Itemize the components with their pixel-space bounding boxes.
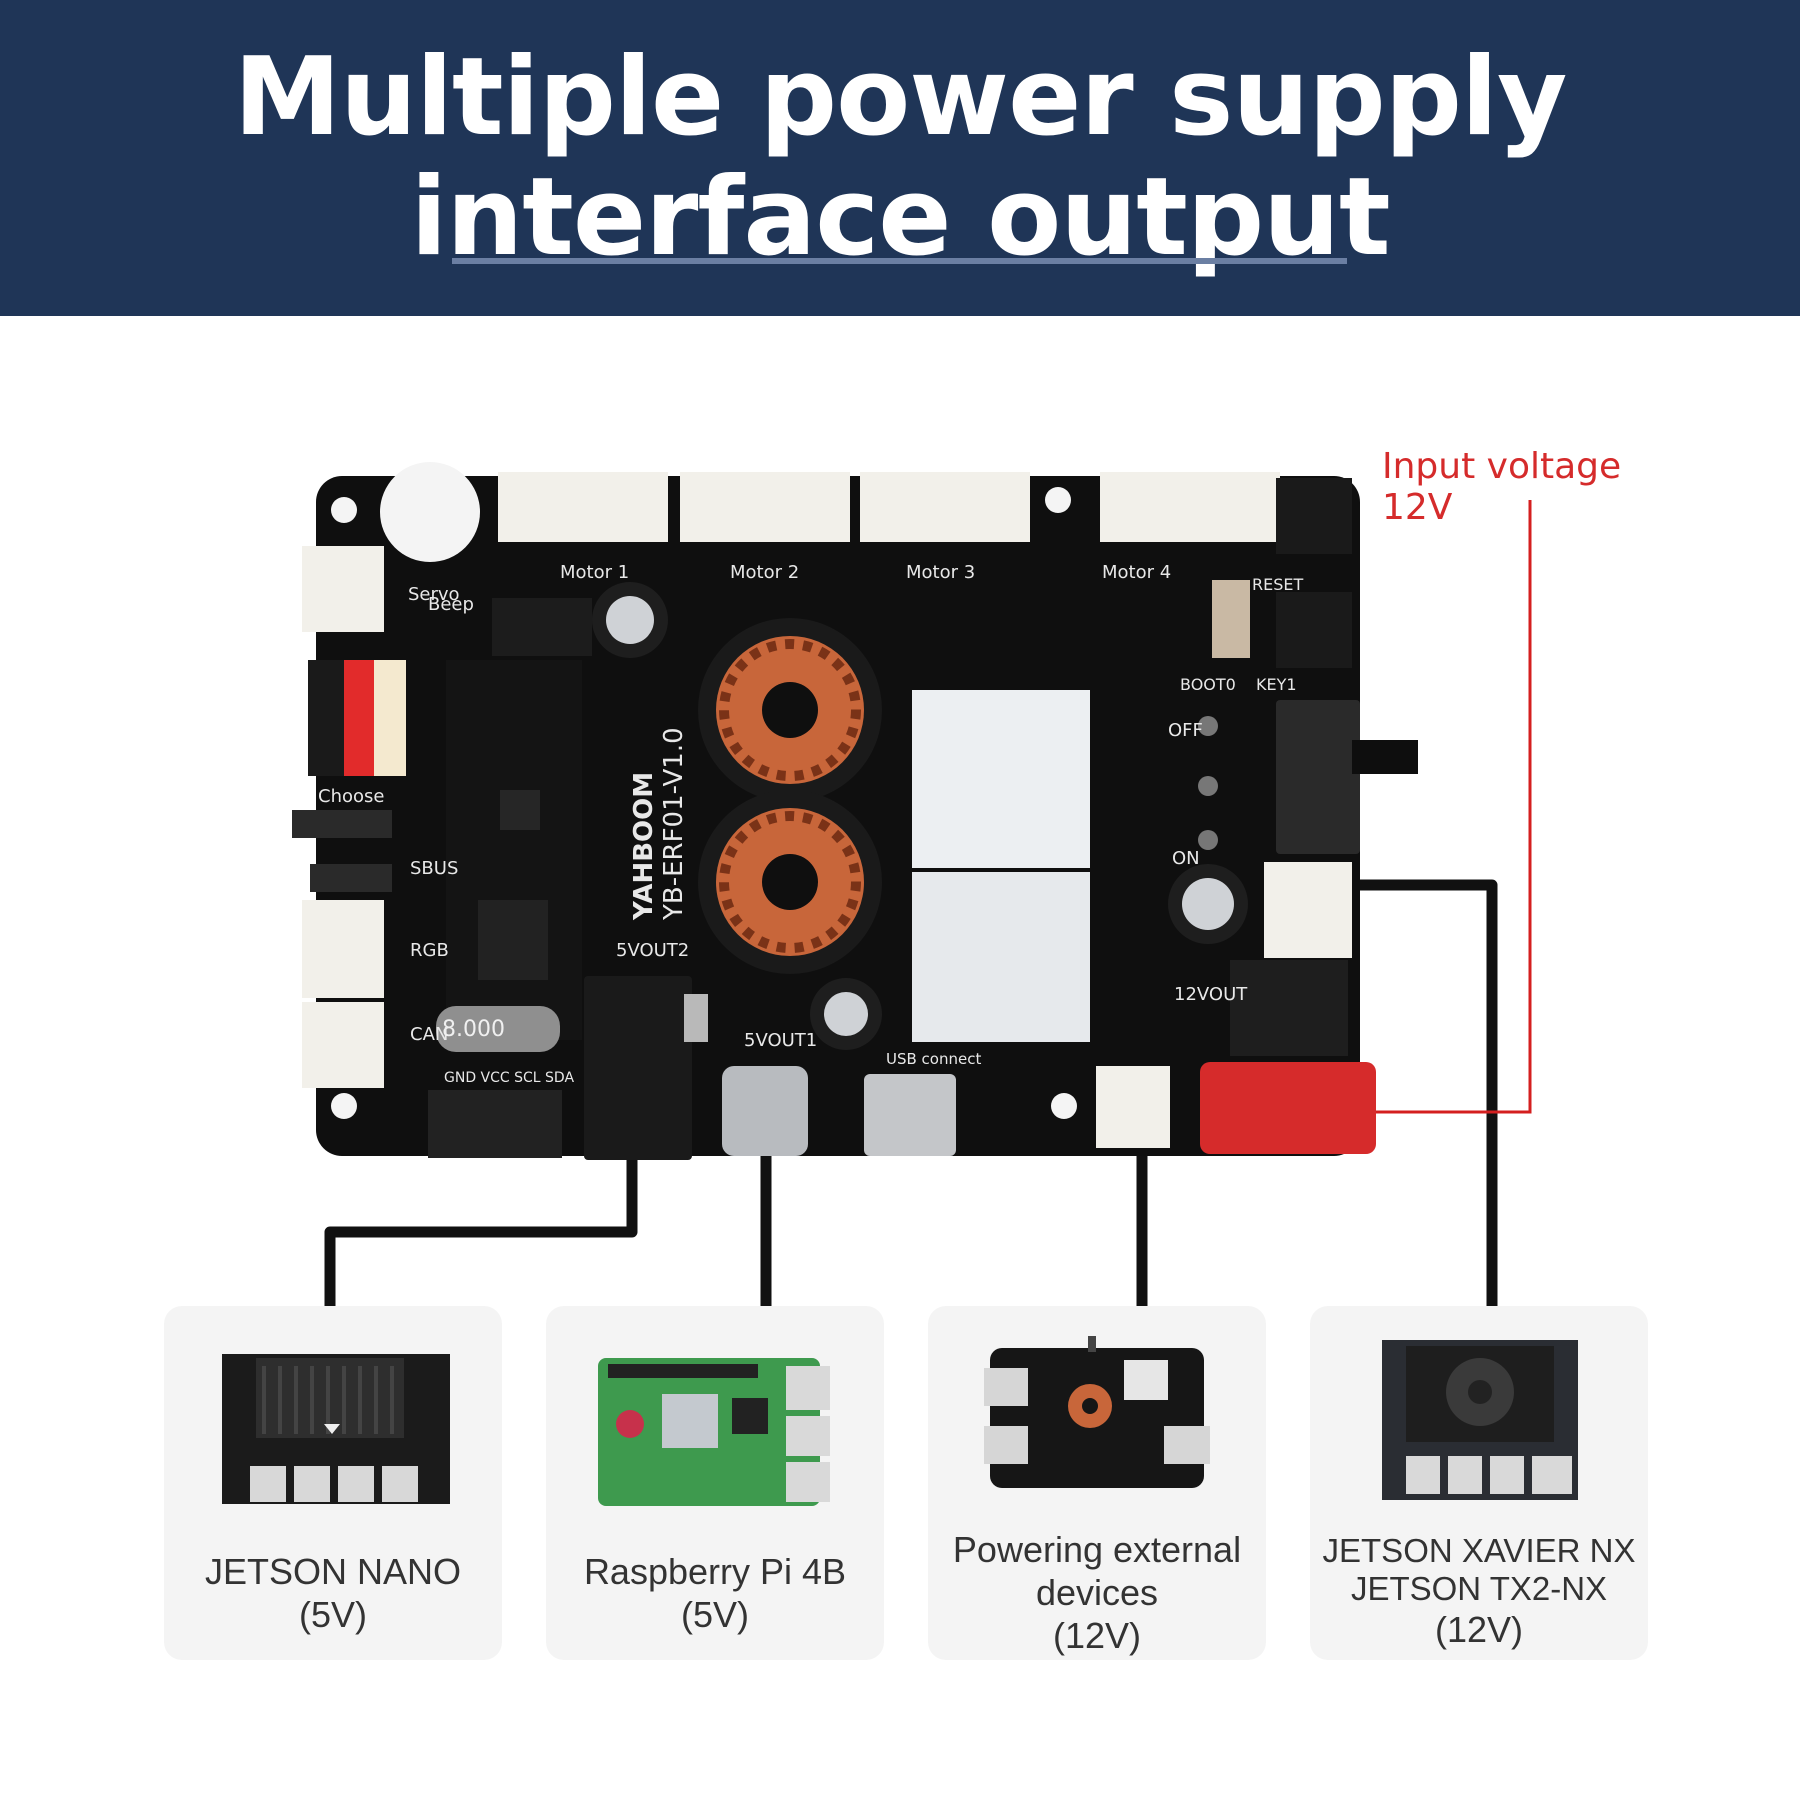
regulator-chip (478, 900, 548, 980)
silk-sbus: SBUS (410, 858, 458, 879)
silk-beep: Beep (428, 594, 474, 615)
crystal-oscillator (436, 1006, 560, 1052)
silk-key1: KEY1 (1256, 675, 1297, 694)
driver-chip (492, 598, 592, 656)
silk-off: OFF (1168, 720, 1203, 741)
silk-motor4: Motor 4 (1102, 562, 1171, 583)
card-label-jetson-nano: JETSON NANO(5V) (204, 1551, 462, 1635)
silk-motor3: Motor 3 (906, 562, 975, 583)
jetson-nano-board-icon (222, 1354, 450, 1504)
title-line-2: interface output (410, 155, 1390, 280)
boot-button (1212, 580, 1250, 658)
silk-choose: Choose (318, 786, 384, 807)
silk-crystal: 8.000 (442, 1017, 505, 1042)
card-raspberry-pi: Raspberry Pi 4B(5V) (546, 1306, 884, 1660)
micro-usb-connect (864, 1074, 956, 1156)
i2c-header (428, 1090, 562, 1158)
heatsink-bottom (912, 872, 1090, 1042)
silk-model: YB-ERF01-V1.0 (659, 727, 689, 921)
buzzer-icon (380, 462, 480, 562)
silk-reset: RESET (1252, 575, 1303, 594)
mcu-chip (500, 790, 540, 830)
input-wire (1372, 500, 1532, 1114)
silk-12vout: 12VOUT (1174, 984, 1248, 1005)
silk-motor2: Motor 2 (730, 562, 799, 583)
xt60-input (1200, 1062, 1376, 1154)
silk-boot0: BOOT0 (1180, 675, 1236, 694)
silk-on: ON (1172, 848, 1200, 869)
raspberry-pi-board-icon (598, 1358, 830, 1506)
dc-jack (584, 976, 692, 1160)
motor1-connector (498, 472, 668, 542)
title-underline (452, 258, 1347, 264)
silkscreen-labels: Motor 1 Motor 2 Motor 3 Motor 4 Servo Be… (318, 562, 1303, 1086)
inductor-coil-1 (698, 618, 882, 802)
silk-servo: Servo (408, 584, 460, 605)
silk-usb-connect: USB connect (886, 1050, 981, 1068)
servo-header-signal (374, 660, 406, 776)
12vout-connector (1096, 1066, 1170, 1148)
12vout-side-connector (1264, 862, 1352, 958)
servo-connector (302, 546, 384, 632)
motor3-connector (860, 472, 1030, 542)
power-switch (1276, 700, 1360, 854)
servo-header-red (344, 660, 374, 776)
silk-motor1: Motor 1 (560, 562, 629, 583)
cable-jetson-xavier (1352, 879, 1498, 1306)
heatsink-top (912, 690, 1090, 868)
silk-can: CAN (410, 1024, 448, 1045)
expansion-board-icon (984, 1336, 1210, 1488)
silk-rgb: RGB (410, 940, 449, 961)
can-connector (302, 1002, 384, 1088)
silk-brand: YAHBOOM (629, 772, 659, 921)
rgb-connector (302, 900, 384, 998)
card-label-raspberry-pi: Raspberry Pi 4B(5V) (583, 1551, 847, 1635)
silk-i2c: GND VCC SCL SDA (444, 1070, 574, 1086)
card-jetson-nano: JETSON NANO(5V) (164, 1306, 502, 1660)
motor4-connector (1100, 472, 1280, 542)
silk-5vout2: 5VOUT2 (616, 940, 689, 961)
pcb-board (292, 462, 1418, 1160)
jetson-xavier-board-icon (1382, 1340, 1578, 1500)
motor2-connector (680, 472, 850, 542)
usb-c-5vout1 (722, 1066, 808, 1156)
mosfet-chip (1230, 960, 1348, 1056)
input-voltage-label: Input voltage 12V (1382, 446, 1622, 528)
inductor-coil-2 (698, 790, 882, 974)
silk-5vout1: 5VOUT1 (744, 1030, 817, 1051)
cable-jetson-nano (324, 1150, 638, 1306)
output-cables (324, 879, 1498, 1306)
title-line-1: Multiple power supply (233, 35, 1568, 160)
